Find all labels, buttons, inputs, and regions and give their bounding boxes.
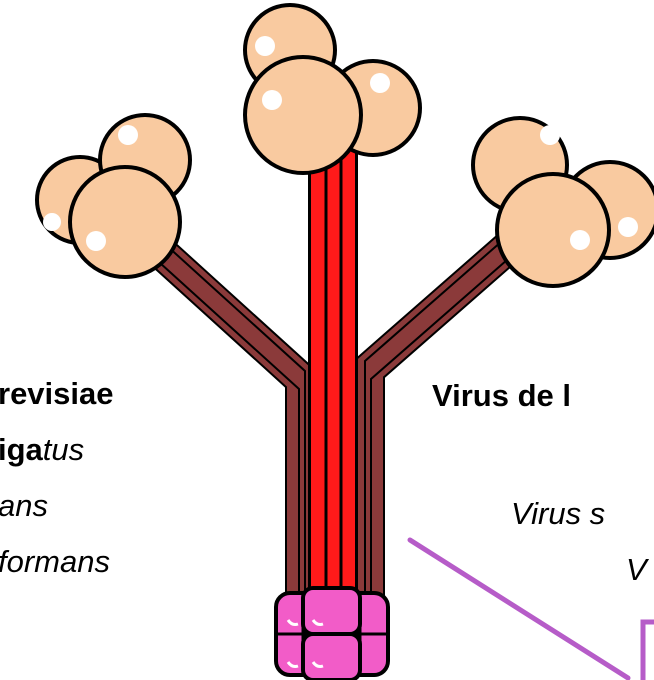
left-label-3: ans [0,490,48,521]
right-label-3: V [626,554,647,585]
left-label-2-italic: tus [43,432,84,467]
left-label-1-text: revisiae [0,376,114,411]
membrane-anchor-icon [276,588,388,680]
left-label-1: revisiae [0,378,114,409]
left-head-trimer [37,115,190,277]
left-label-2: igatus [0,434,84,465]
center-stalk [308,150,358,605]
left-label-2-bold: iga [0,432,43,467]
left-label-4: formans [0,546,110,577]
left-label-3-text: ans [0,488,48,523]
pointer-line [410,540,654,680]
right-label-2: Virus s [511,498,605,529]
left-label-4-text: formans [0,544,110,579]
right-label-1: Virus de l [432,380,571,411]
top-head-trimer [245,5,420,173]
